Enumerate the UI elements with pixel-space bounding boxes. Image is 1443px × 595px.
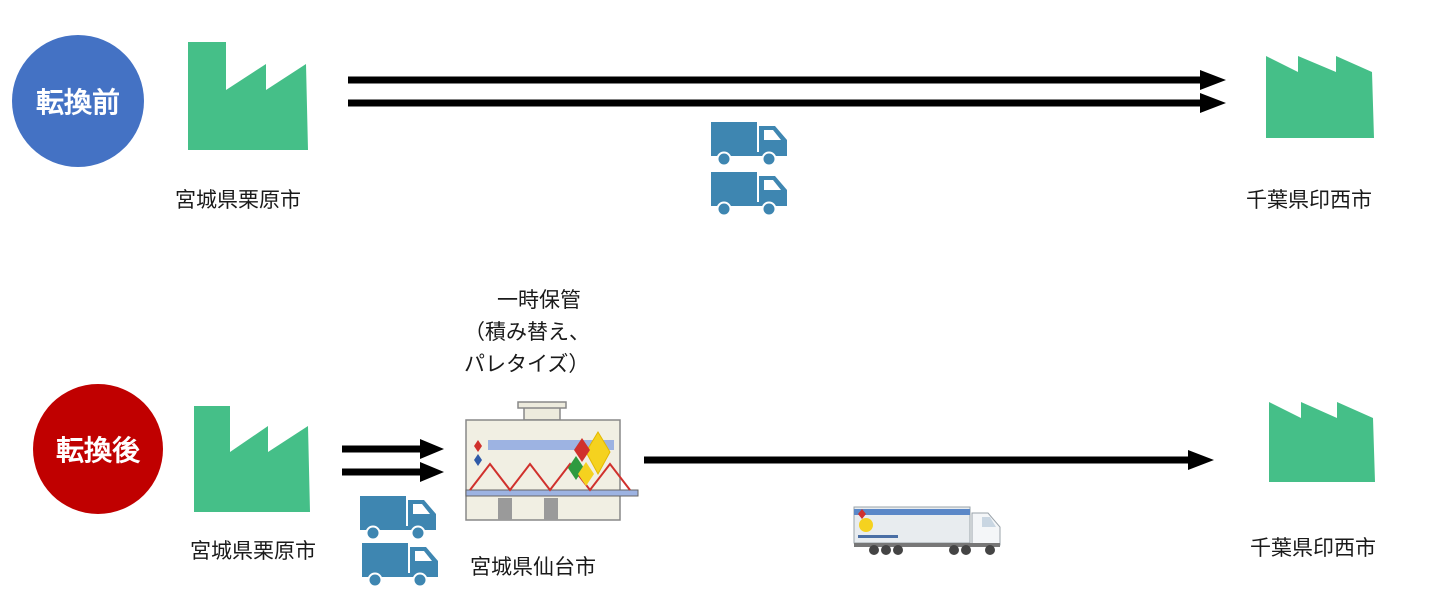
before-arrow-2 [348,93,1226,113]
after-truck-icon-1 [360,496,436,541]
before-truck-icon-1 [711,122,787,167]
after-short-arrows [342,439,444,482]
after-short-arrow-1 [342,439,444,459]
before-origin-label: 宮城県栗原市 [175,188,301,212]
after-long-arrow [644,450,1214,470]
warehouse-note-line-2: （積み替え、 [464,320,590,344]
warehouse-note: 一時保管 （積み替え、 パレタイズ） [464,284,614,380]
warehouse-note-line-3: パレタイズ） [464,352,590,376]
after-destination-label: 千葉県印西市 [1250,536,1376,560]
trailer-truck-icon [853,506,1001,555]
warehouse-icon [465,401,639,521]
after-short-arrow-2 [342,462,444,482]
after-truck-icon-2 [362,543,438,588]
before-arrow-1 [348,70,1226,90]
before-badge: 転換前 [12,35,144,167]
before-destination-factory-icon [1266,56,1374,138]
warehouse-note-line-1: 一時保管 [497,288,581,312]
origin-factory-icon [188,42,308,150]
before-badge-label: 転換前 [35,86,120,119]
warehouse-label: 宮城県仙台市 [470,555,596,579]
after-badge-label: 転換後 [55,434,140,467]
after-destination-factory-icon [1269,402,1375,482]
after-origin-label: 宮城県栗原市 [190,539,316,563]
after-badge: 転換後 [33,384,163,514]
before-destination-label: 千葉県印西市 [1246,188,1372,212]
after-origin-factory-icon [194,406,310,512]
before-truck-icon-2 [711,172,787,217]
before-arrows [348,70,1226,113]
